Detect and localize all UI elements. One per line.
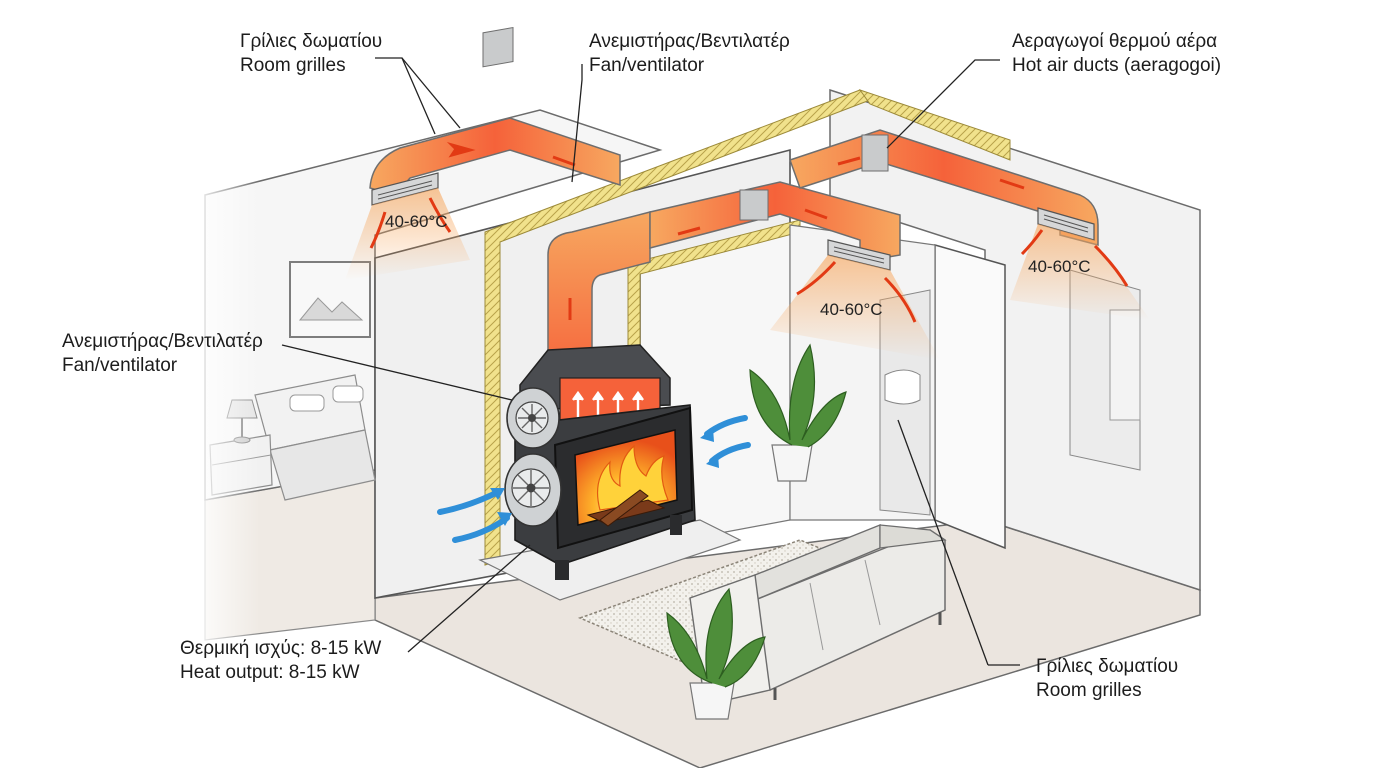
duct-joint <box>861 134 889 172</box>
arrow-icon <box>837 156 861 166</box>
wall-picture-art <box>298 297 364 321</box>
label-english: Room grilles <box>240 55 346 76</box>
temp-right-room: 40-60°C <box>1028 257 1091 276</box>
temp-center: 40-60°C <box>820 300 883 319</box>
callout-lines <box>281 57 1020 666</box>
arrow-icon <box>437 489 501 515</box>
arrow-icon <box>883 276 917 323</box>
fan-icon <box>506 387 560 449</box>
label-english: Hot air ducts (aeragogoi) <box>1012 55 1222 76</box>
label-greek: Ανεμιστήρας/Βεντιλατέρ <box>62 331 263 352</box>
label-english: Fan/ventilator <box>589 55 705 76</box>
label-greek: Αεραγωγοί θερμού αέρα <box>1012 31 1218 52</box>
label-room-grilles-top: Γρίλιες δωματίου Room grilles <box>240 30 382 78</box>
label-greek: Θερμική ισχύς: 8-15 kW <box>180 638 382 659</box>
duct-joint <box>482 26 514 68</box>
stove <box>478 344 742 601</box>
arrow-icon <box>1093 244 1129 287</box>
arrow-icon <box>677 226 701 236</box>
right-partition <box>934 244 1006 550</box>
warm-air-plumes: 40-60°C 40-60°C 40-60°C <box>345 188 1150 360</box>
arrow-icon <box>999 178 1025 190</box>
arrow-icon <box>572 390 584 420</box>
duct-joint <box>739 189 769 221</box>
plant-icon <box>749 343 847 482</box>
stove-leg <box>670 515 682 535</box>
arrow-icon <box>446 142 476 158</box>
label-english: Fan/ventilator <box>62 355 178 376</box>
arrow-icon <box>1020 229 1044 256</box>
label-english: Heat output: 8-15 kW <box>180 662 360 683</box>
arrow-icon <box>700 428 714 442</box>
hot-air-ducts <box>369 26 1099 386</box>
wardrobe <box>1109 309 1141 421</box>
arrow-icon <box>490 488 505 500</box>
arrow-icon <box>804 208 828 220</box>
plant-icon <box>666 587 766 720</box>
insulation-strip-top <box>858 89 1011 161</box>
bed <box>254 374 376 501</box>
label-heat-output: Θερμική ισχύς: 8-15 kW Heat output: 8-15… <box>180 637 381 685</box>
temp-left-room: 40-60°C <box>385 212 448 231</box>
label-english: Room grilles <box>1036 680 1142 701</box>
flame-icon <box>586 444 669 527</box>
toilet <box>884 369 921 405</box>
label-greek: Γρίλιες δωματίου <box>1036 656 1179 677</box>
duct-flow-arrows <box>446 142 1025 320</box>
arrow-icon <box>552 155 576 167</box>
duct-to-bedroom <box>369 117 621 196</box>
label-hot-air-ducts: Αεραγωγοί θερμού αέρα Hot air ducts (aer… <box>1012 30 1221 78</box>
label-greek: Ανεμιστήρας/Βεντιλατέρ <box>589 31 790 52</box>
main-riser-duct <box>547 211 651 386</box>
label-greek: Γρίλιες δωματίου <box>240 31 383 52</box>
fan-icon <box>504 453 562 527</box>
arrow-icon <box>428 197 452 233</box>
arrow-icon <box>369 211 387 249</box>
label-room-grilles-bottom: Γρίλιες δωματίου Room grilles <box>1036 655 1178 703</box>
arrow-icon <box>497 512 512 526</box>
stove-leg <box>555 560 569 580</box>
arrow-icon <box>796 260 837 296</box>
arrow-icon <box>706 454 719 468</box>
label-fan-top: Ανεμιστήρας/Βεντιλατέρ Fan/ventilator <box>589 30 790 78</box>
label-fan-left: Ανεμιστήρας/Βεντιλατέρ Fan/ventilator <box>62 330 263 378</box>
grille-icon <box>1037 207 1095 241</box>
